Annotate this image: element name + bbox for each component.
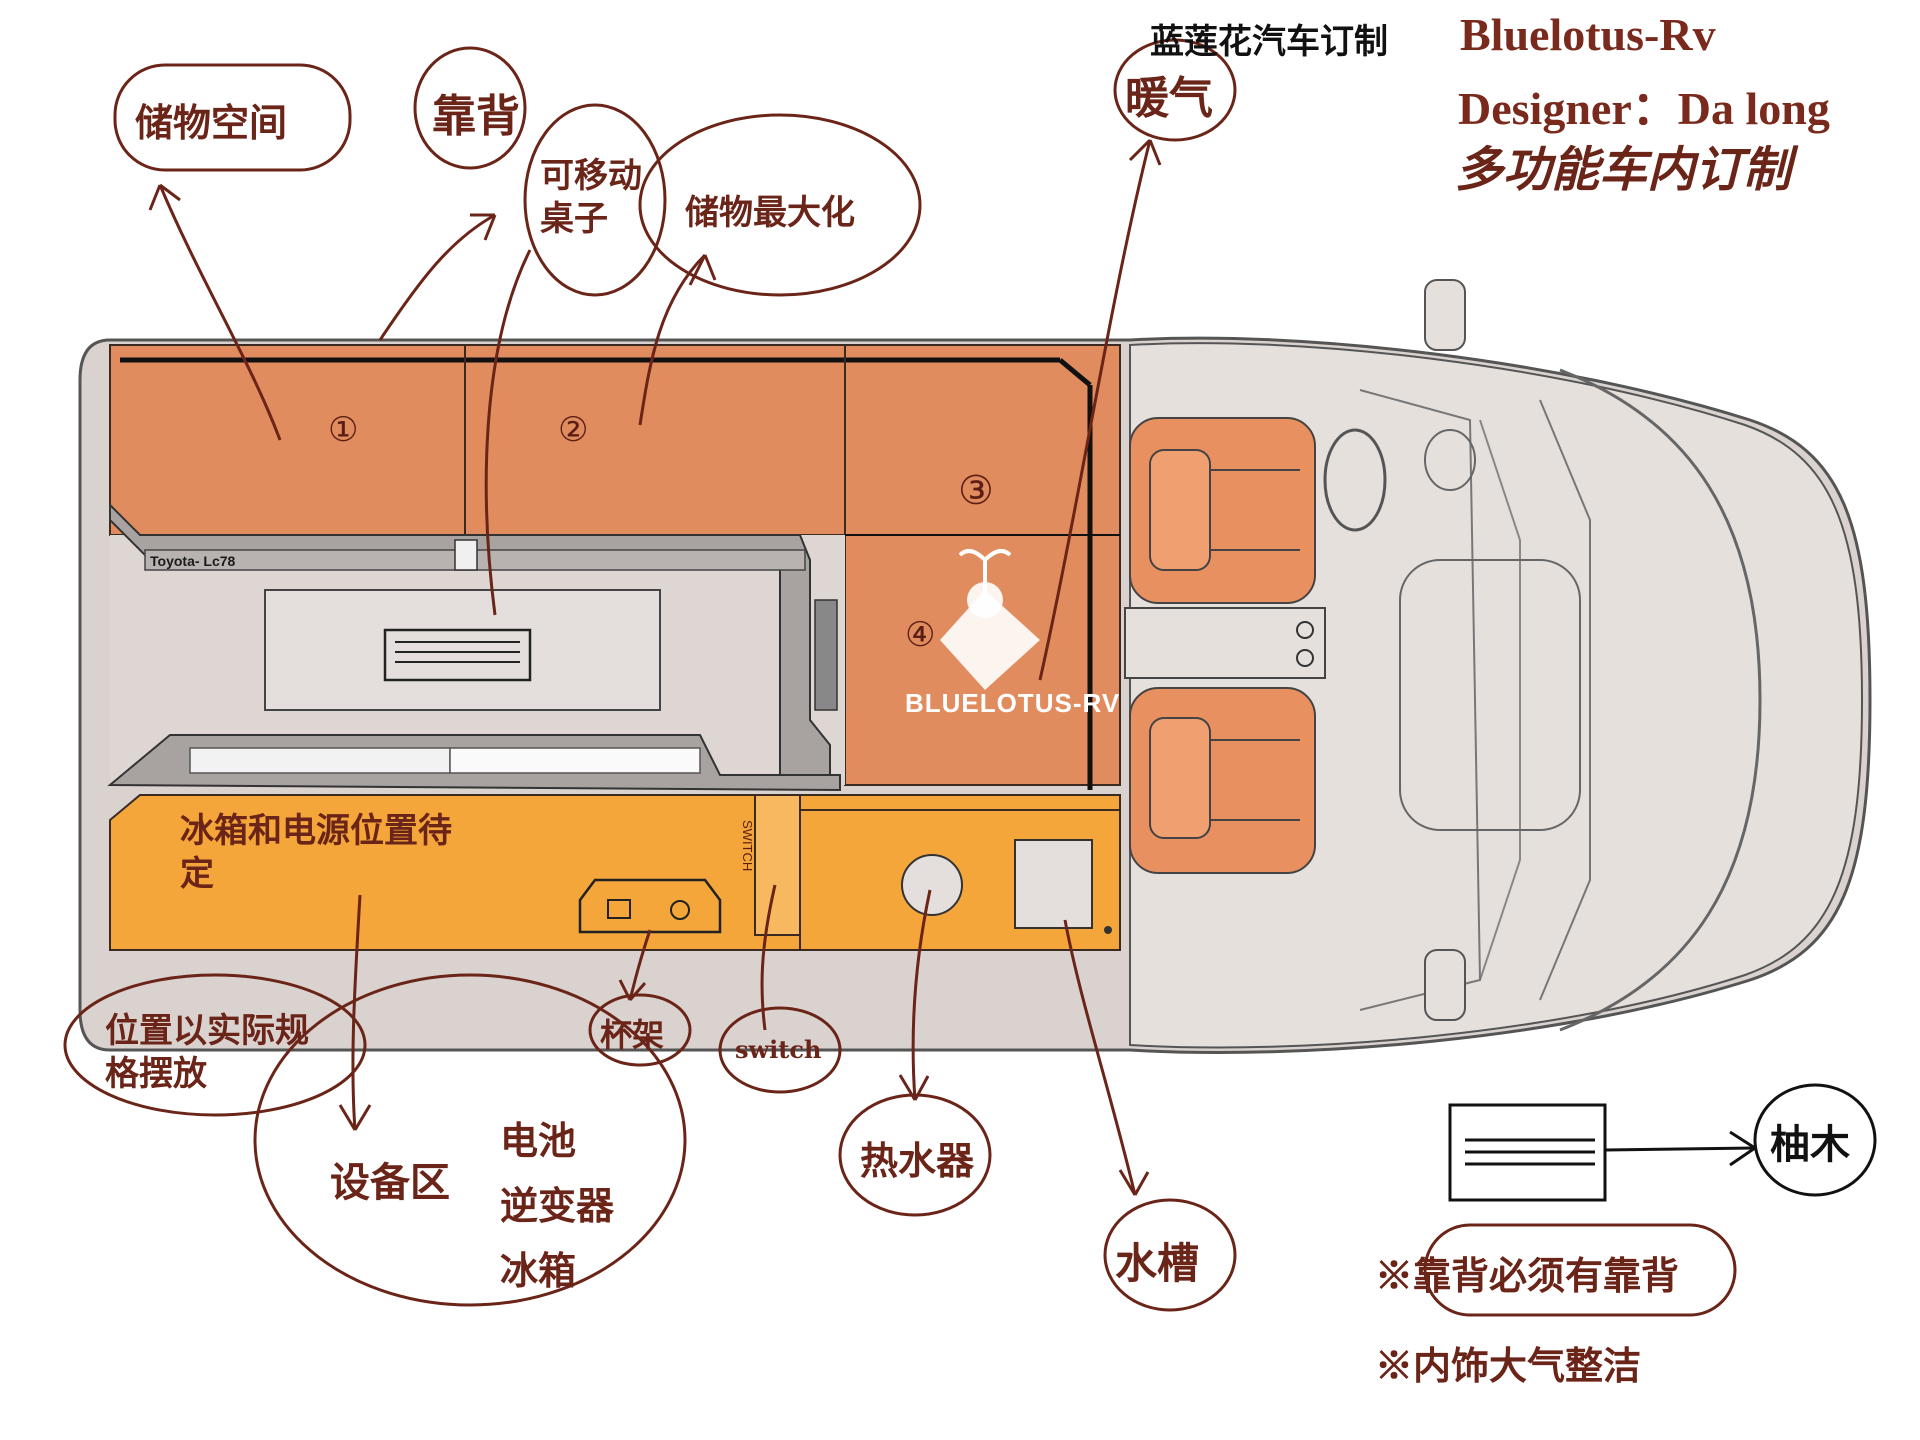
mirror-top [1424,279,1466,351]
label-position-note: 位置以实际规格摆放 [105,1011,309,1094]
label-water-heater: 热水器 [860,1138,975,1183]
label-movable-table: 可移动桌子 [540,156,642,239]
label-storage-space: 储物空间 [135,100,288,145]
label-backrest: 靠背 [432,91,520,142]
zone-2-label: ② [558,410,589,450]
teak-board-sketch [1448,1083,1877,1202]
sink [1014,839,1093,929]
label-cup-holder: 杯架 [600,1016,665,1054]
bluelotus-logo [940,549,1040,690]
vehicle-model-label: Toyota- Lc78 [150,553,236,569]
zone-3-label: ③ [958,468,994,514]
switch-panel-label: SWITCH [740,820,755,872]
brand-name-cn: 蓝莲花汽车订制 [1150,22,1388,62]
label-equipment-zone: 设备区 [330,1159,450,1206]
zone-1-label: ① [328,410,359,450]
brand-name-en: Bluelotus-Rv [1460,9,1716,60]
designer-credit: Designer：Da long [1458,83,1830,134]
label-max-storage: 储物最大化 [685,193,855,233]
label-fridge: 冰箱 [500,1248,577,1293]
water-heater [901,854,963,916]
tagline: 多功能车内订制 [1455,142,1792,198]
label-switch: switch [735,1035,822,1064]
label-sink: 水槽 [1115,1239,1200,1288]
cup-holder [578,878,722,934]
note-clean-interior: ※内饰大气整洁 [1375,1343,1642,1388]
center-console [1124,607,1326,679]
steering-wheel [1323,428,1387,532]
label-heater: 暖气 [1125,73,1213,124]
top-cabinet [109,344,1121,790]
label-fridge-power: 冰箱和电源位置待定 [180,811,452,894]
zone-4-label: ④ [905,615,936,655]
label-battery: 电池 [500,1118,577,1163]
front-seats [1124,417,1326,874]
label-inverter: 逆变器 [500,1183,615,1228]
watermark-text: BLUELOTUS-RV [905,688,1121,718]
living-floor [107,502,845,792]
note-backrest-required: ※靠背必须有靠背 [1375,1253,1680,1298]
bottom-cabinet [109,794,1121,951]
label-teak: 柚木 [1770,1121,1850,1168]
annotation-strokes [63,38,1737,1317]
mirror-bottom [1424,949,1466,1021]
movable-table [264,589,661,711]
